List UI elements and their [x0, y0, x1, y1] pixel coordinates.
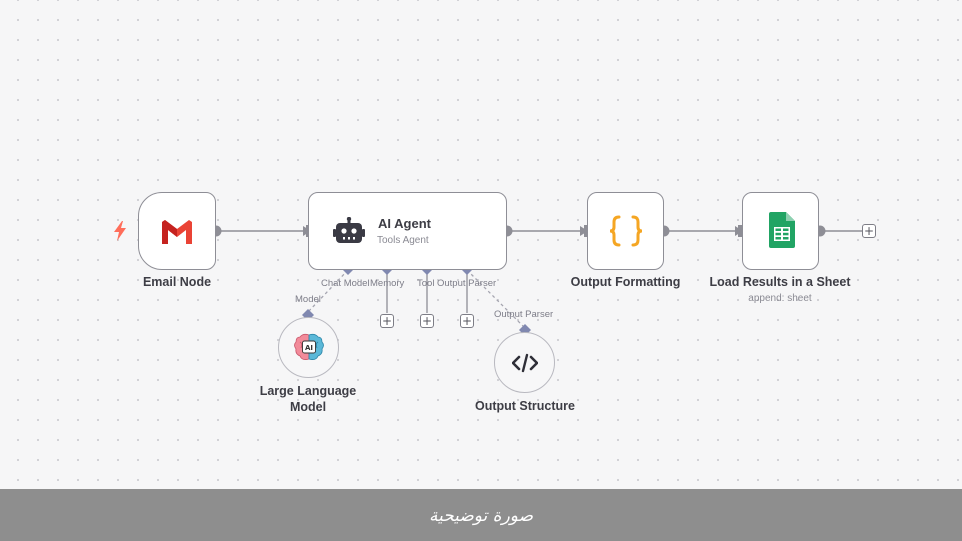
caption-footer: صورة توضيحية — [0, 489, 962, 541]
output-structure-port-label: Output Parser — [494, 309, 554, 320]
add-node-button[interactable]: + — [862, 224, 876, 238]
port-tool-label: Tool — [417, 278, 435, 289]
load-results-sheet-node[interactable] — [742, 192, 819, 270]
llm-port-label: Model — [295, 294, 321, 305]
output-structure-node[interactable] — [494, 332, 555, 393]
email-node-label: Email Node — [142, 275, 212, 289]
input-handle — [738, 225, 742, 237]
load-results-sheet-sublabel: append: sheet — [748, 293, 812, 304]
lightning-bolt-icon — [114, 221, 126, 241]
email-node[interactable] — [138, 192, 216, 270]
curly-braces-icon — [609, 215, 643, 247]
add-memory-button[interactable]: + — [380, 314, 394, 328]
port-chat-model-label: Chat Model — [321, 278, 370, 289]
output-formatting-label: Output Formatting — [570, 275, 681, 289]
ai-agent-node[interactable]: AI Agent Tools Agent — [308, 192, 507, 270]
input-handle — [584, 225, 588, 237]
port-memory-label: Memory — [370, 278, 405, 289]
code-icon — [512, 353, 538, 373]
ai-agent-subtitle: Tools Agent — [377, 235, 429, 246]
load-results-sheet-label: Load Results in a Sheet — [709, 275, 851, 289]
add-output-parser-button[interactable]: + — [460, 314, 474, 328]
output-formatting-node[interactable] — [587, 192, 664, 270]
google-sheets-icon — [769, 212, 795, 248]
add-tool-button[interactable]: + — [420, 314, 434, 328]
caption-text: صورة توضيحية — [428, 506, 534, 526]
llm-label-line2: Model — [289, 400, 327, 414]
robot-icon — [333, 217, 365, 243]
workflow-canvas[interactable]: Email Node AI Agent Tools Agent Chat Mod… — [0, 0, 962, 489]
ai-brain-icon: AI — [294, 333, 324, 360]
svg-text:AI: AI — [305, 344, 313, 352]
large-language-model-node[interactable]: AI — [278, 317, 339, 378]
gmail-icon — [162, 220, 192, 244]
connection-output-parser-structure — [466, 269, 526, 329]
ai-agent-title: AI Agent — [378, 216, 431, 231]
connection-chat-model-llm — [307, 269, 349, 313]
port-output-parser-label: Output Parser — [437, 278, 497, 289]
output-structure-label: Output Structure — [475, 399, 575, 413]
llm-label-line1: Large Language — [259, 384, 357, 398]
